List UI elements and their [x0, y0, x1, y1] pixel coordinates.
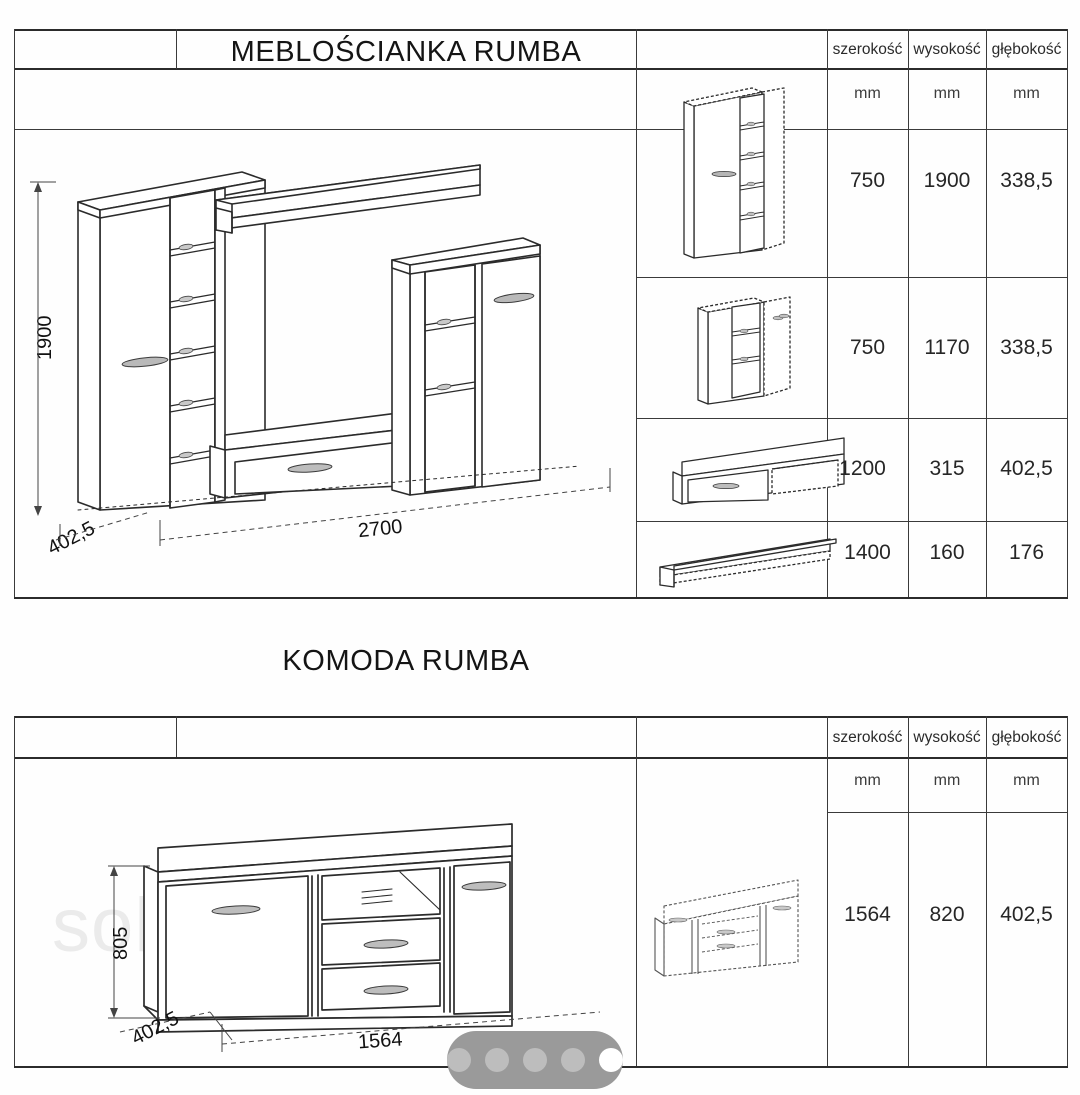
- drawing-komoda: [140, 820, 570, 1045]
- table1-row3-rule: [636, 521, 1068, 522]
- table1-col-sep-c: [827, 29, 828, 597]
- table1-row4-width: 1400: [844, 541, 891, 564]
- dimension-label-komoda-height-805: 805: [110, 926, 132, 960]
- table2-col-header-height: wysokość: [913, 729, 981, 746]
- section-title-komoda: KOMODA RUMBA: [282, 645, 530, 677]
- table2-row1-depth: 402,5: [1000, 903, 1053, 926]
- table2-col-sep-d: [908, 716, 909, 1066]
- table1-unit-height: mm: [933, 85, 961, 102]
- section-title-meblosciank a: MEBLOŚCIANKA RUMBA: [230, 36, 582, 68]
- table2-col-sep-b: [636, 716, 637, 1066]
- thumb-tall-cabinet: [672, 78, 822, 273]
- table1-row2-height: 1170: [924, 336, 970, 359]
- table1-col-sep-b: [636, 29, 637, 597]
- dimension-label-komoda-width-1564: 1564: [357, 1028, 404, 1054]
- thumb-low-cabinet: [688, 288, 838, 413]
- table1-unit-depth: mm: [1013, 85, 1040, 102]
- table1-unit-rule: [14, 129, 1068, 130]
- table1-row4-depth: 176: [1008, 541, 1045, 564]
- table1-row2-width: 750: [849, 336, 886, 359]
- table1-top-rule: [14, 29, 1068, 31]
- table2-unit-width: mm: [854, 772, 881, 789]
- table2-left-border: [14, 716, 15, 1066]
- table1-row3-height: 315: [929, 457, 965, 480]
- table1-col-header-depth: głębokość: [991, 41, 1062, 58]
- table2-row1-height: 820: [929, 903, 965, 926]
- table1-row1-rule: [636, 277, 1068, 278]
- table1-left-border: [14, 29, 15, 597]
- table1-col-sep-a: [176, 29, 177, 69]
- pagination-dot-2[interactable]: [485, 1048, 509, 1072]
- table2-col-header-depth: głębokość: [991, 729, 1062, 746]
- table1-row3-depth: 402,5: [1000, 457, 1053, 480]
- table1-bottom-rule: [14, 597, 1068, 599]
- table2-col-header-width: szerokość: [832, 729, 903, 746]
- table2-unit-height: mm: [933, 772, 961, 789]
- table1-row2-depth: 338,5: [1000, 336, 1053, 359]
- table2-top-rule: [14, 716, 1068, 718]
- table2-row1-width: 1564: [844, 903, 891, 926]
- table2-right-border: [1067, 716, 1068, 1066]
- pagination-dot-1[interactable]: [447, 1048, 471, 1072]
- table1-col-header-width: szerokość: [832, 41, 903, 58]
- table1-row1-depth: 338,5: [1000, 169, 1053, 192]
- table1-right-border: [1067, 29, 1068, 597]
- table1-row4-height: 160: [929, 541, 965, 564]
- thumb-wall-shelf: [650, 533, 850, 593]
- table1-header-rule: [14, 68, 1068, 70]
- table1-row1-width: 750: [849, 169, 886, 192]
- table1-row1-height: 1900: [923, 169, 971, 192]
- table2-unit-depth: mm: [1013, 772, 1040, 789]
- drawing-wall-unit-assembly: [20, 150, 640, 570]
- table2-header-rule: [14, 757, 1068, 759]
- table1-col-sep-d: [908, 29, 909, 597]
- table2-col-sep-c: [827, 716, 828, 1066]
- table2-col-sep-e: [986, 716, 987, 1066]
- table2-unit-rule: [827, 812, 1068, 813]
- table1-col-header-height: wysokość: [913, 41, 981, 58]
- table1-col-sep-e: [986, 29, 987, 597]
- pagination-dot-3[interactable]: [523, 1048, 547, 1072]
- pagination-dot-5-active[interactable]: [599, 1048, 623, 1072]
- table1-row3-width: 1200: [839, 457, 886, 480]
- pagination-dot-4[interactable]: [561, 1048, 585, 1072]
- thumb-komoda: [648, 862, 833, 987]
- table1-row2-rule: [636, 418, 1068, 419]
- table1-unit-width: mm: [854, 85, 881, 102]
- table2-col-sep-a: [176, 716, 177, 757]
- thumb-tv-stand: [668, 428, 868, 518]
- carousel-pagination[interactable]: [447, 1031, 623, 1089]
